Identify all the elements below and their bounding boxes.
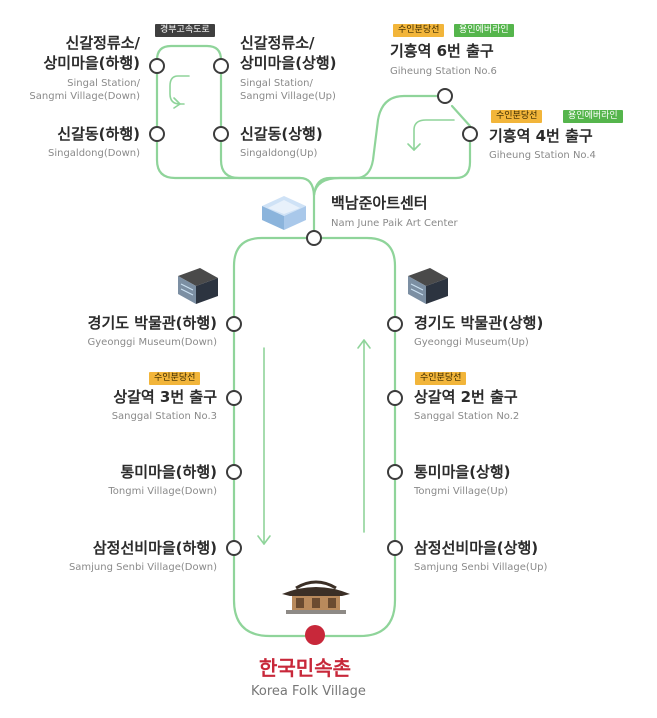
- route-main-loop: [232, 236, 397, 638]
- expressway-badge: 경부고속도로: [155, 24, 215, 37]
- route-giheung-link2: [450, 104, 472, 128]
- stop-samjung-up[interactable]: [387, 540, 403, 556]
- route-singal-loop: [155, 44, 223, 68]
- stop-giheung-4[interactable]: [462, 126, 478, 142]
- stop-korea-folk-village[interactable]: [305, 625, 325, 645]
- stop-samjung-down[interactable]: [226, 540, 242, 556]
- terminal-label-ko: 한국민속촌: [259, 656, 351, 680]
- stop-sanggal-3[interactable]: [226, 390, 242, 406]
- stop-nam-june-paik[interactable]: [306, 230, 322, 246]
- stop-label-en: Sanggal Station No.2: [414, 411, 520, 422]
- stop-label-en: Samjung Senbi Village(Up): [414, 562, 548, 573]
- stop-label-ko: 상갈역 3번 출구: [113, 388, 217, 406]
- stop-label-en: Singaldong(Down): [47, 148, 140, 159]
- stop-tongmi-down[interactable]: [226, 464, 242, 480]
- stop-label-en: Singal Station/: [240, 78, 313, 89]
- stop-museum-down[interactable]: [226, 316, 242, 332]
- stop-label-ko: 신갈동(상행): [240, 125, 323, 143]
- stop-label-en: Sanggal Station No.3: [111, 411, 217, 422]
- stop-sanggal-2[interactable]: [387, 390, 403, 406]
- arrow-giheung: [413, 119, 455, 151]
- stop-label-ko: 기흥역 6번 출구: [390, 42, 494, 60]
- stop-label-en: Sangmi Village(Up): [240, 91, 336, 102]
- stop-label-ko: 신갈정류소/: [240, 34, 315, 52]
- stop-label-en: Giheung Station No.4: [489, 150, 596, 161]
- stop-label-en: Samjung Senbi Village(Down): [68, 562, 217, 573]
- stop-tongmi-up[interactable]: [387, 464, 403, 480]
- museum-building-icon: [178, 268, 218, 304]
- stop-label-ko: 통미마을(상행): [414, 463, 511, 481]
- stop-label-ko: 상미마을(상행): [240, 54, 337, 72]
- stop-label-ko: 경기도 박물관(상행): [414, 314, 544, 332]
- suin-bundang-badge: 수인분당선: [415, 372, 467, 385]
- yongin-everline-badge: 용인에버라인: [454, 24, 514, 37]
- route-giheung-link: [312, 94, 442, 197]
- stop-label-ko: 상갈역 2번 출구: [414, 388, 518, 406]
- stop-label-en: Singaldong(Up): [240, 148, 318, 159]
- art-center-building-icon: [262, 196, 306, 230]
- stop-label-ko: 삼정선비마을(하행): [92, 539, 217, 557]
- yongin-everline-badge: 용인에버라인: [563, 110, 623, 123]
- stop-label-ko: 백남준아트센터: [331, 194, 428, 212]
- stop-singal-station-up[interactable]: [213, 58, 229, 74]
- museum-building-icon: [408, 268, 448, 304]
- stop-label-ko: 기흥역 4번 출구: [489, 127, 593, 145]
- stop-singaldong-down[interactable]: [149, 126, 165, 142]
- stop-label-ko: 통미마을(하행): [120, 463, 217, 481]
- suin-bundang-badge: 수인분당선: [149, 372, 201, 385]
- stop-label-en: Sangmi Village(Down): [29, 91, 140, 102]
- stop-label-en: Singal Station/: [67, 78, 140, 89]
- suin-bundang-badge: 수인분당선: [393, 24, 445, 37]
- route-right-branch: [219, 64, 302, 180]
- arrow-singal-loop: [169, 75, 190, 105]
- stop-singaldong-up[interactable]: [213, 126, 229, 142]
- stop-label-ko: 경기도 박물관(하행): [87, 314, 217, 332]
- stop-label-en: Gyeonggi Museum(Down): [87, 337, 217, 348]
- stop-label-ko: 신갈정류소/: [65, 34, 140, 52]
- stop-label-en: Tongmi Village(Up): [414, 486, 508, 497]
- stop-label-en: Giheung Station No.6: [390, 66, 497, 77]
- suin-bundang-badge: 수인분당선: [491, 110, 543, 123]
- folk-village-house-icon: [282, 580, 350, 614]
- stop-singal-station-down[interactable]: [149, 58, 165, 74]
- route-giheung-branch: [312, 130, 472, 197]
- stop-label-en: Gyeonggi Museum(Up): [414, 337, 529, 348]
- stop-label-en: Tongmi Village(Down): [108, 486, 217, 497]
- stop-museum-up[interactable]: [387, 316, 403, 332]
- stop-label-ko: 상미마을(하행): [43, 54, 140, 72]
- terminal-label-en: Korea Folk Village: [251, 684, 366, 699]
- stop-giheung-6[interactable]: [437, 88, 453, 104]
- stop-label-ko: 삼정선비마을(상행): [414, 539, 539, 557]
- stop-label-en: Nam June Paik Art Center: [331, 218, 458, 229]
- stop-label-ko: 신갈동(하행): [57, 125, 140, 143]
